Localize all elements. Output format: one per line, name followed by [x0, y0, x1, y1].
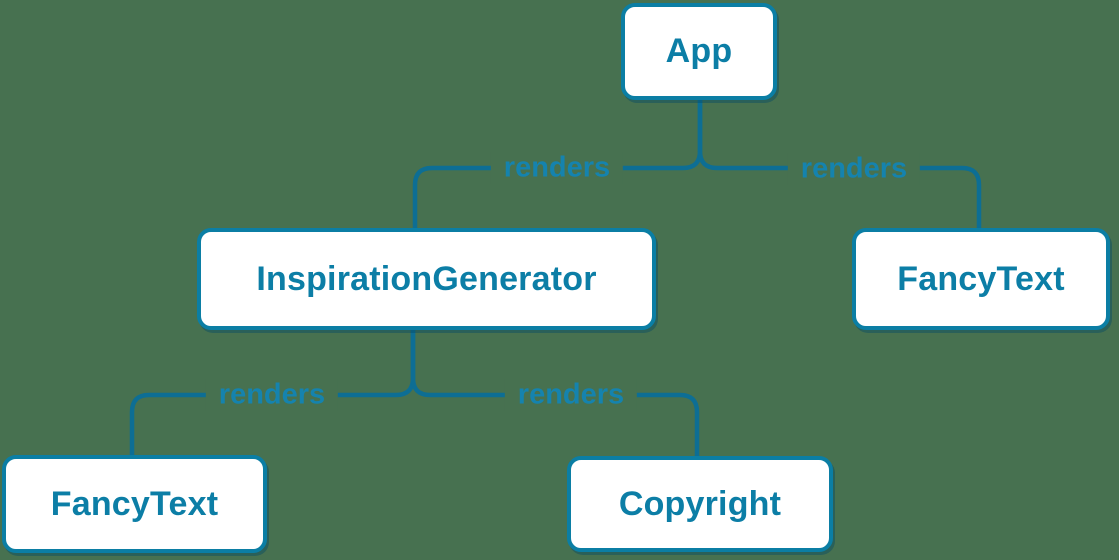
- edge-label-renders: renders: [205, 378, 339, 412]
- node-app-label: App: [665, 32, 733, 70]
- node-fancy-text-left-label: FancyText: [50, 484, 219, 523]
- node-fancy-text-right-label: FancyText: [897, 259, 1065, 298]
- node-copyright-label: Copyright: [618, 484, 782, 523]
- edge-label-renders: renders: [490, 151, 624, 185]
- node-fancy-text-right: FancyText: [852, 228, 1110, 330]
- node-app: App: [621, 3, 777, 100]
- node-copyright: Copyright: [567, 456, 833, 552]
- edge-label-renders: renders: [504, 378, 638, 412]
- node-fancy-text-left: FancyText: [2, 455, 267, 553]
- node-inspiration-generator-label: InspirationGenerator: [256, 259, 597, 298]
- edge-label-renders: renders: [787, 152, 921, 186]
- node-inspiration-generator: InspirationGenerator: [197, 228, 656, 330]
